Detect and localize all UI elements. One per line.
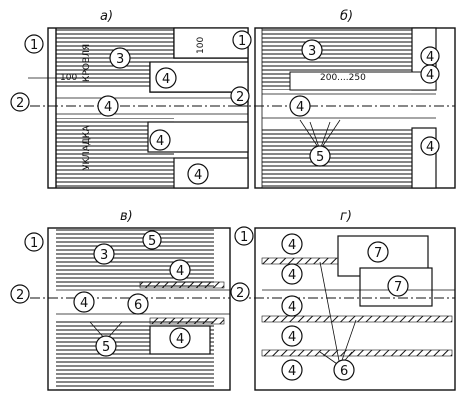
- panel-g: г) 1 2 4 4 4 4 4 7 7 6: [230, 209, 456, 391]
- marker-1-b: 1: [238, 34, 246, 49]
- ukladka-text: УКЛАДКА: [82, 125, 92, 170]
- marker-3-a: 3: [116, 52, 124, 67]
- marker-4-b3: 4: [296, 100, 304, 115]
- marker-6-v: 6: [134, 298, 142, 313]
- panel-b-frame: [254, 27, 456, 189]
- marker-4-b2: 4: [426, 68, 434, 83]
- marker-1-g: 1: [240, 230, 248, 245]
- marker-2-g: 2: [236, 286, 244, 301]
- marker-4-g5: 4: [288, 364, 296, 379]
- marker-4-b1: 4: [426, 50, 434, 65]
- krovlya-text: КРОВЛЯ: [82, 44, 92, 82]
- panel-a: а) КРОВЛЯ УКЛАДКА 100 100 1 2 3: [10, 9, 249, 189]
- marker-5-v2: 5: [102, 340, 110, 355]
- dim-200-250: 200....250: [320, 73, 366, 83]
- panel-v: в) 1 2 3 4 4 4 5 5 6: [10, 209, 231, 391]
- marker-3-v: 3: [100, 248, 108, 263]
- marker-4-v2: 4: [80, 296, 88, 311]
- marker-7-g1: 7: [374, 246, 382, 261]
- marker-4-v3: 4: [176, 332, 184, 347]
- marker-4-a3: 4: [156, 134, 164, 149]
- marker-7-g2: 7: [394, 280, 402, 295]
- marker-2-b: 2: [236, 90, 244, 105]
- marker-4-v1: 4: [176, 264, 184, 279]
- panel-a-frame: [47, 27, 249, 189]
- panel-b-label: б): [340, 9, 353, 24]
- marker-4-g3: 4: [288, 300, 296, 315]
- panel-g-frame: [254, 227, 456, 391]
- marker-4-b4: 4: [426, 140, 434, 155]
- panel-b: б) 200....250 1 2 3 4 4 4 4 5: [230, 9, 456, 189]
- marker-5-v1: 5: [148, 234, 156, 249]
- marker-4-g4: 4: [288, 330, 296, 345]
- panel-v-label: в): [120, 209, 133, 224]
- panel-g-label: г): [340, 209, 352, 224]
- marker-2-a: 2: [16, 96, 24, 111]
- marker-5-b: 5: [316, 150, 324, 165]
- marker-4-a1: 4: [162, 72, 170, 87]
- panel-a-label: а): [100, 9, 113, 24]
- marker-2-v: 2: [16, 288, 24, 303]
- marker-4-a2: 4: [104, 100, 112, 115]
- marker-1-v: 1: [30, 236, 38, 251]
- marker-3-b: 3: [308, 44, 316, 59]
- marker-4-a4: 4: [194, 168, 202, 183]
- dim-100-horizontal: 100: [60, 73, 77, 83]
- marker-4-g1: 4: [288, 238, 296, 253]
- marker-1-a: 1: [30, 38, 38, 53]
- panel-v-frame: [47, 227, 231, 391]
- marker-4-g2: 4: [288, 268, 296, 283]
- dim-100-vertical: 100: [196, 37, 206, 54]
- marker-6-g: 6: [340, 364, 348, 379]
